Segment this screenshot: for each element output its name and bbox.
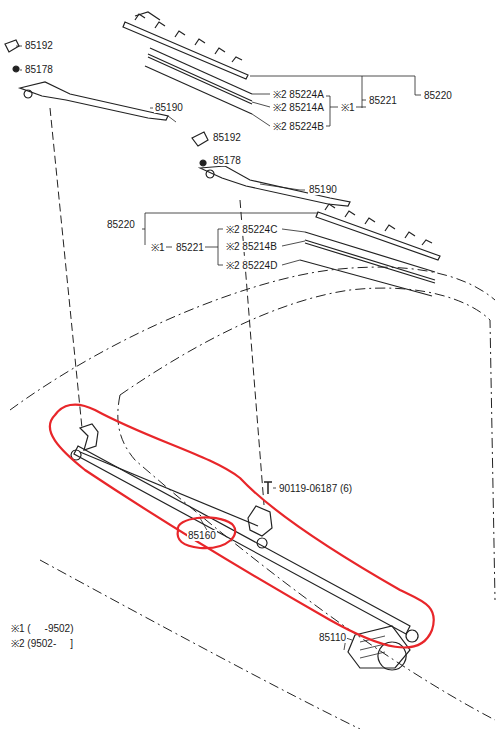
part-number: 85110: [318, 632, 347, 643]
part-number: ※2 85224B: [272, 121, 325, 132]
part-number: 90119-06187 (6): [278, 483, 353, 494]
part-number: 85178: [24, 64, 54, 75]
part-number: ※2 85214B: [225, 241, 278, 252]
part-number: ※2 85224D: [225, 260, 278, 271]
part-number: 85190: [154, 102, 184, 113]
part-number: 85178: [212, 155, 242, 166]
part-number: ※2 85224C: [225, 224, 278, 235]
part-number: ※2 85224A: [272, 89, 325, 100]
part-number: 85160: [187, 530, 217, 541]
part-number: 85221: [175, 242, 205, 253]
part-number: 85221: [368, 95, 398, 106]
part-number: 85220: [423, 90, 453, 101]
part-number: ※1: [340, 102, 356, 113]
part-number: 85190: [308, 184, 338, 195]
part-number: ※2 85214A: [272, 102, 325, 113]
part-number: 85192: [24, 40, 54, 51]
part-number: ※1 ( -9502): [10, 623, 74, 634]
part-number: 85220: [106, 219, 136, 230]
part-number: ※1: [150, 242, 166, 253]
part-number: ※2 (9502- ]: [10, 638, 74, 649]
part-number: 85192: [212, 132, 242, 143]
